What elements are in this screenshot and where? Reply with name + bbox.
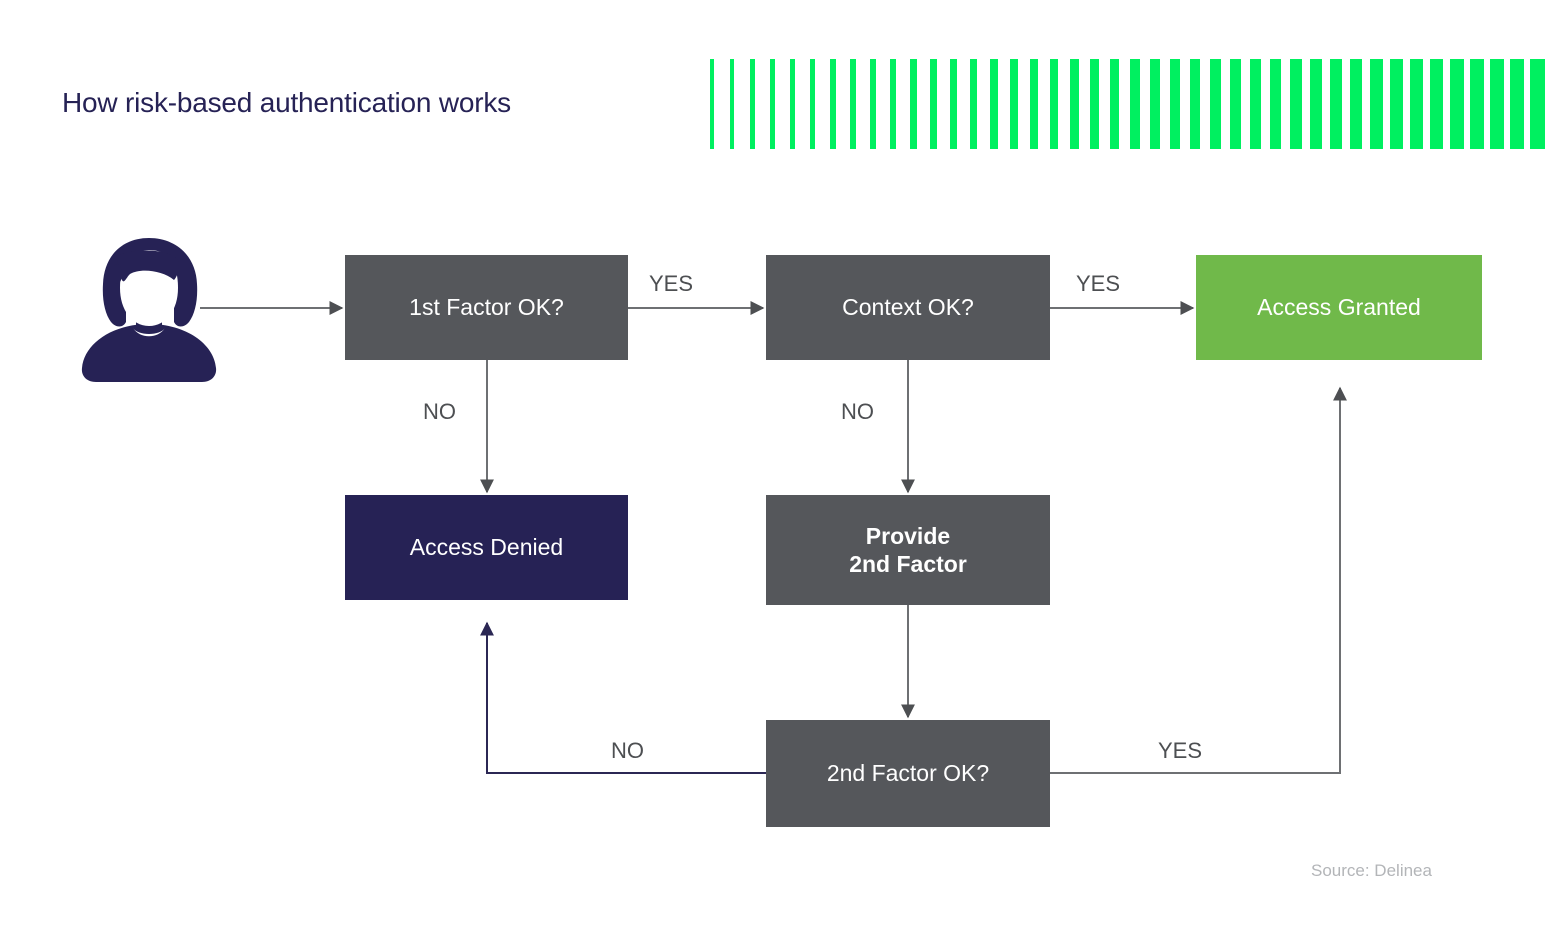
edge-second-to-granted: [1050, 386, 1347, 774]
barcode-stripe: [770, 59, 775, 149]
barcode-stripe: [1170, 59, 1181, 149]
barcode-stripe: [1290, 59, 1302, 149]
barcode-stripe: [970, 59, 978, 149]
node-access-granted[interactable]: Access Granted: [1196, 255, 1482, 360]
edge-label-context-to-provide: NO: [841, 399, 874, 424]
barcode-stripe: [1490, 59, 1505, 149]
barcode-stripe: [1050, 59, 1059, 149]
edge-label-second-to-denied: NO: [611, 738, 644, 763]
barcode-stripe: [1530, 59, 1545, 149]
barcode-stripe: [1510, 59, 1525, 149]
barcode-stripe: [910, 59, 917, 149]
barcode-stripe: [1310, 59, 1322, 149]
node-context-ok[interactable]: Context OK?: [766, 255, 1050, 360]
barcode-stripe: [1390, 59, 1403, 149]
source-note: Source: Delinea: [1311, 861, 1432, 880]
barcode-stripe: [1210, 59, 1221, 149]
barcode-stripe: [1130, 59, 1140, 149]
barcode-stripe: [1110, 59, 1120, 149]
barcode-stripe: [1350, 59, 1363, 149]
barcode-stripe: [1090, 59, 1099, 149]
barcode-stripe: [810, 59, 816, 149]
node-provide-second-factor-line1: Provide: [865, 522, 951, 549]
barcode-stripe: [1270, 59, 1282, 149]
barcode-stripe: [1450, 59, 1464, 149]
edge-label-first-to-denied: NO: [423, 399, 456, 424]
barcode-stripe: [750, 59, 755, 149]
barcode-stripe: [1430, 59, 1444, 149]
barcode-stripe: [1010, 59, 1018, 149]
barcode-stripe: [950, 59, 958, 149]
barcode-stripe: [990, 59, 998, 149]
barcode-stripe: [710, 59, 714, 149]
barcode-stripe: [830, 59, 836, 149]
node-provide-second-factor-line2: 2nd Factor: [849, 551, 967, 577]
barcode-stripe: [730, 59, 735, 149]
barcode-stripe: [890, 59, 897, 149]
barcode-stripe: [1470, 59, 1484, 149]
node-second-factor-ok[interactable]: 2nd Factor OK?: [766, 720, 1050, 827]
barcode-stripe: [1190, 59, 1201, 149]
barcode-stripe: [1070, 59, 1079, 149]
node-access-denied[interactable]: Access Denied: [345, 495, 628, 600]
barcode-stripe: [1250, 59, 1262, 149]
barcode-stripe: [870, 59, 877, 149]
node-provide-second-factor[interactable]: Provide 2nd Factor: [766, 495, 1050, 605]
barcode-stripes-icon: [710, 59, 1564, 149]
edge-label-second-to-granted: YES: [1158, 738, 1203, 763]
barcode-stripe: [850, 59, 856, 149]
edge-label-context-to-granted: YES: [1076, 271, 1121, 296]
barcode-stripe: [790, 59, 796, 149]
barcode-stripe: [1030, 59, 1039, 149]
barcode-stripe: [930, 59, 937, 149]
node-first-factor-ok[interactable]: 1st Factor OK?: [345, 255, 628, 360]
barcode-stripe: [1150, 59, 1160, 149]
barcode-stripe: [1410, 59, 1424, 149]
barcode-stripe: [1330, 59, 1343, 149]
user-avatar-icon: [78, 236, 220, 382]
barcode-stripe: [1370, 59, 1383, 149]
edge-label-first-to-context: YES: [649, 271, 694, 296]
page-title: How risk-based authentication works: [62, 87, 511, 118]
barcode-stripe: [1230, 59, 1241, 149]
